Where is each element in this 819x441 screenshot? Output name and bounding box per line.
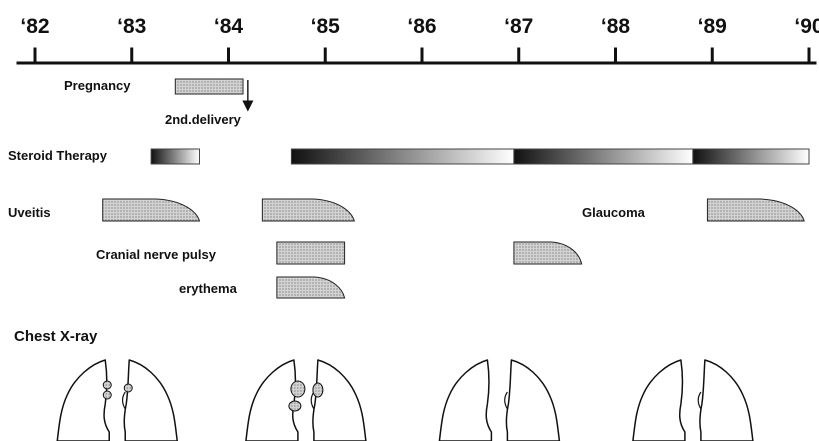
steroid-segment-3	[693, 149, 809, 164]
event-decay-uveitis-3	[262, 199, 354, 221]
event-decay-erythema-7	[277, 277, 345, 298]
left-lung-1	[246, 360, 298, 441]
year-label: ‘82	[20, 15, 49, 38]
right-lung-1	[313, 360, 366, 441]
lesion-0-b	[103, 391, 111, 399]
event-decay-cranial-nerve-pulsy-6	[514, 242, 582, 264]
event-decay-glaucoma-4	[707, 199, 804, 221]
left-lung-0	[57, 360, 109, 441]
label-erythema: erythema	[179, 281, 238, 296]
right-lung-2	[506, 360, 559, 441]
mediastinum-line-2	[505, 392, 508, 409]
steroid-therapy-bars	[151, 149, 809, 164]
year-labels: ‘82 ‘83 ‘84 ‘85 ‘86 ‘87 ‘88 ‘89 ‘90	[20, 15, 819, 38]
label-uveitis: Uveitis	[8, 205, 51, 220]
lesion-1-b	[289, 401, 301, 411]
event-bar-pregnancy-0	[175, 79, 243, 94]
chest-xray-0	[57, 360, 177, 441]
chest-xray-1	[246, 360, 366, 441]
steroid-segment-1	[291, 149, 514, 164]
year-label: ‘85	[311, 15, 341, 38]
lesion-0-c	[124, 384, 132, 392]
lesion-0-a	[103, 381, 111, 389]
label-pregnancy: Pregnancy	[64, 78, 131, 93]
lesion-1-a	[291, 381, 305, 397]
year-label: ‘86	[407, 15, 436, 38]
label-2nd-delivery: 2nd.delivery	[165, 112, 242, 127]
event-bar-cranial-nerve-pulsy-5	[277, 242, 345, 264]
timeline-ticks	[35, 49, 809, 63]
left-lung-2	[439, 360, 491, 441]
chest-xray-illustrations	[57, 360, 753, 441]
year-label: ‘84	[214, 15, 244, 38]
left-lung-3	[633, 360, 685, 441]
steroid-segment-2	[514, 149, 693, 164]
chest-xray-2	[439, 360, 559, 441]
year-label: ‘83	[117, 15, 146, 38]
label-steroid-therapy: Steroid Therapy	[8, 148, 108, 163]
year-label: ‘89	[698, 15, 727, 38]
year-label: ‘87	[504, 15, 533, 38]
year-label: ‘90	[794, 15, 819, 38]
label-cranial-nerve-pulsy: Cranial nerve pulsy	[96, 247, 217, 262]
label-chest-xray: Chest X-ray	[14, 328, 98, 345]
label-glaucoma: Glaucoma	[582, 205, 646, 220]
year-label: ‘88	[601, 15, 631, 38]
event-decay-uveitis-2	[103, 199, 200, 221]
steroid-segment-0	[151, 149, 199, 164]
lesion-1-c	[313, 383, 323, 397]
right-lung-3	[700, 360, 753, 441]
mediastinum-line-3	[698, 392, 701, 409]
chest-xray-3	[633, 360, 753, 441]
mediastinum-line-1	[311, 392, 314, 409]
right-lung-0	[124, 360, 177, 441]
mediastinum-line-0	[123, 392, 126, 409]
